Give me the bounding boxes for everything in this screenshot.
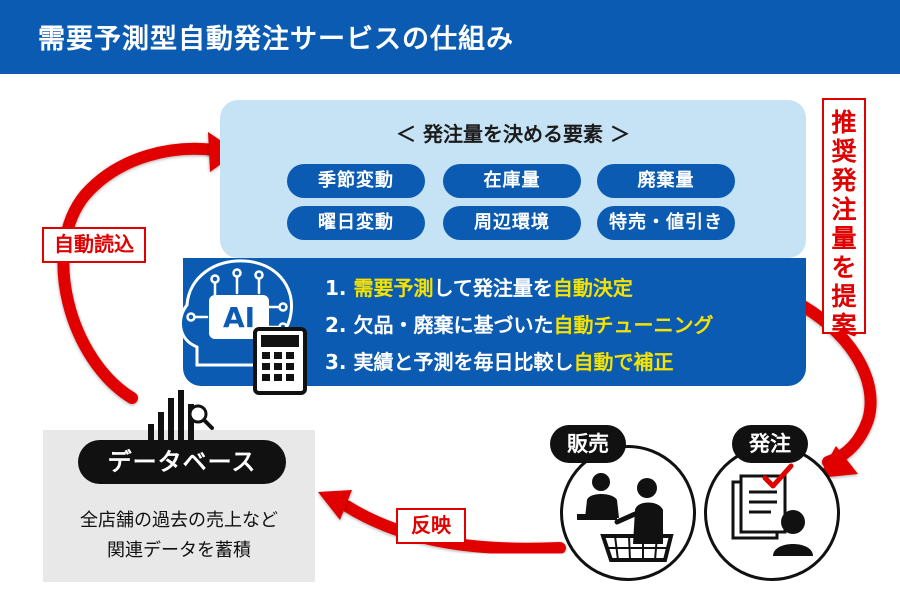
ai-line-3-tail: で補正 — [613, 350, 674, 374]
page-title: 需要予測型自動発注サービスの仕組み — [38, 24, 514, 55]
factor-seasonal: 季節変動 — [287, 164, 425, 198]
recommend-char-7: 提 — [831, 282, 857, 311]
auto-read-tag: 自動読込 — [42, 227, 146, 263]
recommend-char-1: 推 — [831, 108, 857, 137]
factor-surroundings: 周辺環境 — [443, 206, 581, 240]
recommend-char-8: 案 — [831, 311, 857, 340]
recommend-char-3: 発 — [831, 166, 857, 195]
recommend-char-2: 奨 — [831, 137, 857, 166]
recommend-order-tag: 推 奨 発 注 量 を 提 案 — [822, 98, 866, 340]
order-document-icon — [731, 463, 813, 556]
factor-weekday: 曜日変動 — [287, 206, 425, 240]
sales-label: 販売 — [550, 425, 626, 463]
arrow-auto-read — [57, 142, 220, 404]
database-desc-line-1: 全店舗の過去の売上など — [80, 510, 278, 531]
ai-line-1-text: して発注量を — [433, 276, 553, 300]
ai-line-1-num: 1. — [325, 276, 347, 300]
factor-stock: 在庫量 — [443, 164, 581, 198]
ai-line-2-num: 2. — [325, 313, 347, 337]
arrow-head-recommend — [818, 446, 858, 478]
factors-title: ＜ 発注量を決める要素 ＞ — [396, 122, 630, 146]
ai-line-1-highlight-b: 自動決定 — [552, 276, 633, 300]
ai-line-1: 1. 需要予測して発注量を自動決定 — [325, 272, 633, 301]
svg-text:AI: AI — [223, 301, 255, 334]
factor-waste: 廃棄量 — [597, 164, 735, 198]
ai-head-icon: AI — [178, 259, 307, 395]
calculator-icon — [253, 327, 307, 395]
database-desc-line-2: 関連データを蓄積 — [107, 540, 251, 561]
ai-line-3-highlight: 自動 — [573, 350, 614, 374]
recommend-char-5: 量 — [831, 224, 857, 253]
recommend-char-6: を — [831, 253, 857, 282]
database-label: データベース — [78, 440, 286, 484]
ai-line-2: 2. 欠品・廃棄に基づいた自動チューニング — [325, 309, 713, 338]
bar-chart-magnifier-icon — [148, 390, 214, 442]
ai-line-1-highlight-a: 需要予測 — [353, 276, 434, 300]
ai-line-2-text: 欠品・廃棄に基づいた — [353, 313, 554, 337]
ai-line-2-highlight: 自動チューニング — [553, 313, 714, 337]
shopping-cart-icon — [577, 473, 674, 562]
ai-line-3-text: 実績と予測を毎日比較し — [353, 350, 574, 374]
arrow-head-reflect — [318, 490, 352, 520]
ai-line-3-num: 3. — [325, 350, 347, 374]
recommend-char-4: 注 — [831, 195, 857, 224]
factor-sale-discount: 特売・値引き — [597, 206, 735, 240]
sales-circle — [560, 445, 696, 581]
order-label: 発注 — [732, 425, 808, 463]
order-circle — [704, 445, 840, 581]
ai-line-3: 3. 実績と予測を毎日比較し自動で補正 — [325, 346, 673, 375]
reflect-tag: 反映 — [396, 508, 466, 544]
header-bar: 需要予測型自動発注サービスの仕組み — [0, 0, 900, 74]
